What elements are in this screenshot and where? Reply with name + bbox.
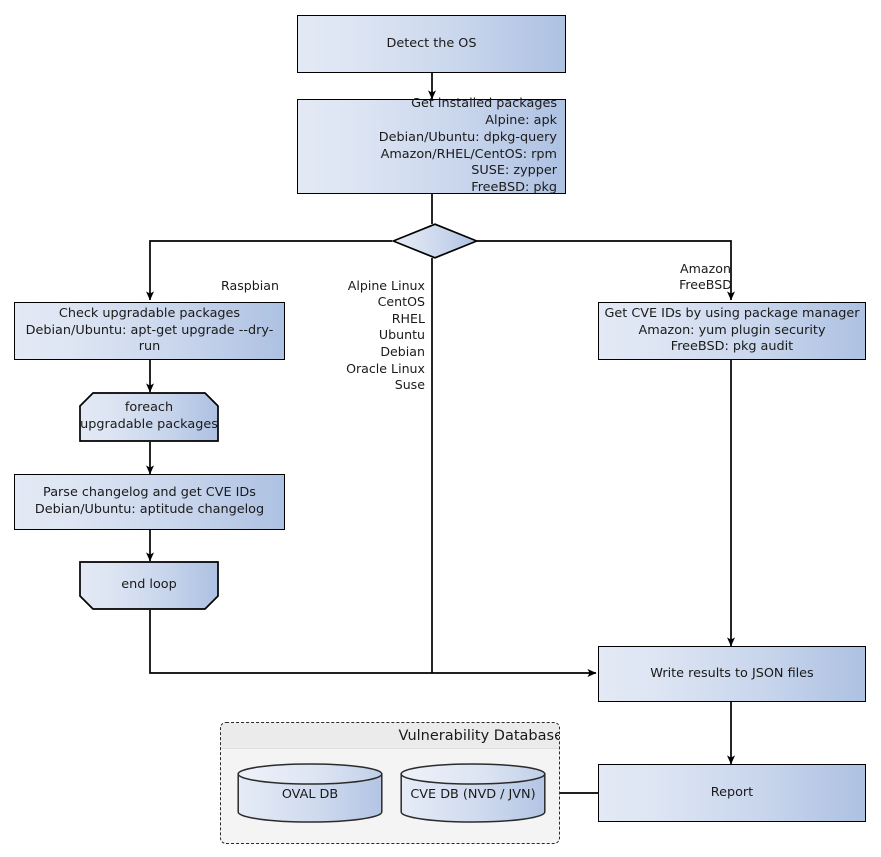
node-os-decision[interactable] <box>392 223 478 259</box>
edge-label-raspbian: Raspbian <box>221 277 279 293</box>
node-parse-changelog-label: Parse changelog and get CVE IDs Debian/U… <box>34 485 265 517</box>
node-foreach-loop[interactable]: foreach upgradable packages <box>79 392 219 442</box>
db-cve[interactable]: CVE DB (NVD / JVN) <box>400 763 546 823</box>
node-end-loop-label: end loop <box>121 577 177 593</box>
node-check-upgradable-packages-label: Check upgradable packages Debian/Ubuntu:… <box>25 305 274 355</box>
db-oval-label: OVAL DB <box>281 787 339 802</box>
node-get-cve-ids-label: Get CVE IDs by using package manager Ama… <box>604 305 860 355</box>
db-oval[interactable]: OVAL DB <box>237 763 383 823</box>
node-report[interactable]: Report <box>598 764 866 822</box>
edge-label-amazon-freebsd: Amazon FreeBSD <box>679 260 732 293</box>
node-check-upgradable-packages[interactable]: Check upgradable packages Debian/Ubuntu:… <box>14 302 285 360</box>
node-foreach-loop-label: foreach upgradable packages <box>80 400 218 432</box>
node-get-installed-packages[interactable]: Get installed packages Alpine: apk Debia… <box>297 95 566 196</box>
node-write-results-label: Write results to JSON files <box>650 665 814 681</box>
node-report-label: Report <box>710 784 754 800</box>
node-detect-os[interactable]: Detect the OS <box>297 15 566 73</box>
db-cve-label: CVE DB (NVD / JVN) <box>410 787 536 802</box>
edge-label-center-distros: Alpine Linux CentOS RHEL Ubuntu Debian O… <box>346 277 425 393</box>
node-get-cve-ids[interactable]: Get CVE IDs by using package manager Ama… <box>598 302 866 360</box>
node-detect-os-label: Detect the OS <box>386 35 477 51</box>
node-write-results[interactable]: Write results to JSON files <box>598 646 866 702</box>
node-get-installed-packages-label: Get installed packages Alpine: apk Debia… <box>378 95 557 196</box>
node-end-loop[interactable]: end loop <box>79 561 219 610</box>
group-vulnerability-database-title: Vulnerability Database <box>398 727 560 744</box>
group-vulnerability-database-header: Vulnerability Database <box>221 723 559 749</box>
node-parse-changelog[interactable]: Parse changelog and get CVE IDs Debian/U… <box>14 474 285 530</box>
